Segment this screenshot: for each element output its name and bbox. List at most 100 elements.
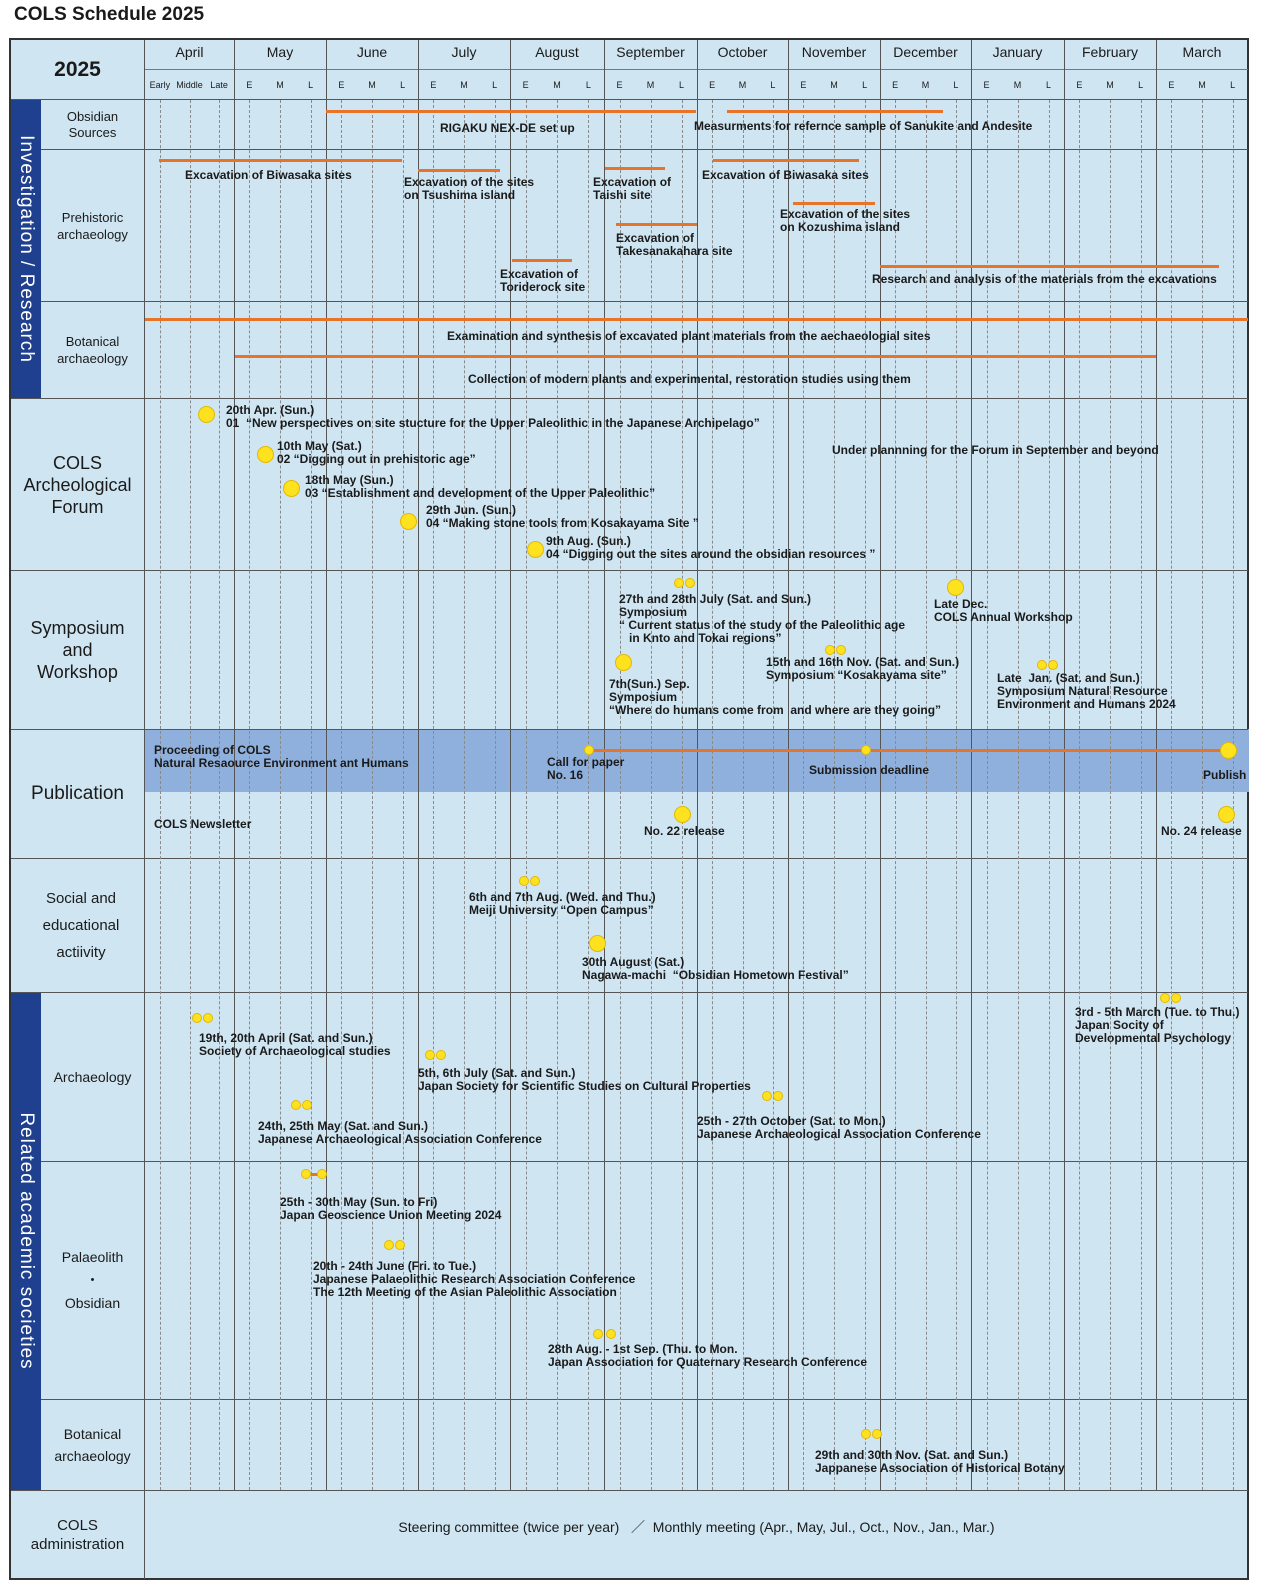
pal-dot-3b [606, 1329, 616, 1339]
pub-dot-24 [1218, 806, 1235, 823]
pub-publish: Publish [1203, 768, 1247, 782]
month-header: August [535, 44, 579, 60]
sub-period-label: M [276, 80, 284, 90]
symposium-event-3: 15th and 16th Nov. (Sat. and Sun.) Sympo… [766, 655, 960, 682]
forum-dot-2 [257, 446, 274, 463]
sub-period-label: M [830, 80, 838, 90]
sub-period-gridline [249, 100, 250, 1490]
social-event-2: 30th August (Sat.) Nagawa-machi “Obsidia… [582, 955, 849, 982]
header-divider [11, 99, 1248, 100]
sub-period-label: L [492, 80, 498, 90]
sub-period-gridline [219, 100, 220, 1490]
bar-publication [589, 749, 1229, 752]
sub-period-gridline [926, 100, 927, 1490]
forum-event-2: 10th May (Sat.) 02 “Digging out in prehi… [277, 439, 476, 466]
bar-biwasaka-2 [713, 159, 859, 162]
arc-event-1: 19th, 20th April (Sat. and Sun.) Society… [199, 1031, 391, 1058]
pal-dot-2a [384, 1240, 394, 1250]
sub-period-gridline [433, 100, 434, 1490]
row-social: Social and educational actiivity [42, 890, 120, 961]
sym-dot-1a [674, 578, 684, 588]
row-archaeology: Archaeology [53, 1069, 132, 1085]
sub-period-gridline [1233, 100, 1234, 1490]
sub-period-gridline [1018, 100, 1019, 1490]
sub-period-label: L [1230, 80, 1236, 90]
arc-dot-1b [203, 1013, 213, 1023]
row-palaeolith: Palaeolith ・ Obsidian [61, 1249, 124, 1311]
month-header: February [1081, 44, 1139, 60]
sub-period-gridline [1202, 100, 1203, 1490]
bar-toriderock [512, 259, 572, 262]
month-header: January [992, 44, 1043, 60]
arc-dot-2a [425, 1050, 435, 1060]
sub-period-gridline [280, 100, 281, 1490]
sub-period-gridline [1079, 100, 1080, 1490]
sub-period-gridline [987, 100, 988, 1490]
label-biwasaka-2: Excavation of Biwasaka sites [702, 168, 869, 182]
sub-period-gridline [712, 100, 713, 1490]
label-collection: Collection of modern plants and experime… [468, 372, 911, 386]
forum-dot-1 [198, 406, 215, 423]
bot-dot-1b [872, 1429, 882, 1439]
forum-event-4: 29th Jun. (Sun.) 04 “Making stone tools … [426, 503, 699, 530]
arc-dot-3a [291, 1100, 301, 1110]
sub-period-gridline [865, 100, 866, 1490]
bar-taishi [605, 167, 665, 170]
label-tsushima: Excavation of the sites on Tsushima isla… [404, 175, 535, 202]
bar-kozushima [793, 202, 875, 205]
sub-period-label: E [1168, 80, 1175, 90]
forum-event-1: 20th Apr. (Sun.) 01 “New perspectives on… [226, 403, 760, 430]
sub-period-gridline [682, 100, 683, 1490]
social-event-1: 6th and 7th Aug. (Wed. and Thu.) Meiji U… [469, 890, 656, 917]
forum-dot-4 [400, 513, 417, 530]
related-sidebar: Related academic societies [11, 993, 41, 1490]
sym-dot-4a [1037, 660, 1047, 670]
sub-period-label: L [678, 80, 684, 90]
row-symposium: Symposium and Workshop [30, 618, 125, 682]
pal-bar-1 [304, 1173, 324, 1176]
pub-dot-call [584, 745, 594, 755]
arc-event-5: 3rd - 5th March (Tue. to Thu.) Japan Soc… [1075, 1005, 1240, 1045]
year-label: 2025 [54, 57, 101, 81]
sub-period-gridline [956, 100, 957, 1490]
row-forum: COLS Archeological Forum [23, 452, 132, 517]
pal-dot-3a [593, 1329, 603, 1339]
pub-call: Call for paper No. 16 [547, 755, 625, 782]
sub-period-label: M [368, 80, 376, 90]
sub-period-gridline [495, 100, 496, 1490]
pal-dot-1b [317, 1169, 327, 1179]
row-prehistoric: Prehistoric archaeology [57, 209, 128, 242]
sub-period-label: L [308, 80, 314, 90]
month-header: May [266, 44, 294, 60]
sub-period-label: M [460, 80, 468, 90]
sub-period-gridline [1110, 100, 1111, 1490]
sub-period-label: E [800, 80, 807, 90]
sub-period-gridline [895, 100, 896, 1490]
label-measurements: Measurments for refernce sample of Sanuk… [694, 119, 1033, 133]
arc-event-2: 5th, 6th July (Sat. and Sun.) Japan Soci… [418, 1066, 751, 1093]
admin-text: Steering committee (twice per year) ／ Mo… [398, 1519, 995, 1535]
row-publication: Publication [31, 783, 124, 804]
pub-proceeding: Proceeding of COLS Natural Resaource Env… [154, 743, 409, 770]
bot-dot-1a [861, 1429, 871, 1439]
sub-period-label: E [338, 80, 345, 90]
soc-dot-1b [530, 876, 540, 886]
symposium-event-5: 7th(Sun.) Sep. Symposium “Where do human… [609, 677, 942, 717]
pal-event-1: 25th - 30th May (Sun. to Fri) Japan Geos… [280, 1195, 502, 1222]
label-biwasaka-1: Excavation of Biwasaka sites [185, 168, 352, 182]
forum-dot-5 [527, 541, 544, 558]
sub-period-gridline [773, 100, 774, 1490]
bar-examination [145, 318, 1248, 321]
pub-deadline: Submission deadline [809, 763, 930, 777]
sym-dot-3a [825, 645, 835, 655]
sub-period-label: M [553, 80, 561, 90]
sub-period-label: M [1106, 80, 1114, 90]
sym-dot-1b [685, 578, 695, 588]
sub-period-gridline [1049, 100, 1050, 1490]
bar-research-analysis [880, 265, 1219, 268]
sub-period-gridline [311, 100, 312, 1490]
row-botanical-1: Botanical archaeology [57, 334, 128, 366]
sub-period-gridline [1141, 100, 1142, 1490]
sub-period-gridline [743, 100, 744, 1490]
sub-period-gridline [526, 100, 527, 1490]
